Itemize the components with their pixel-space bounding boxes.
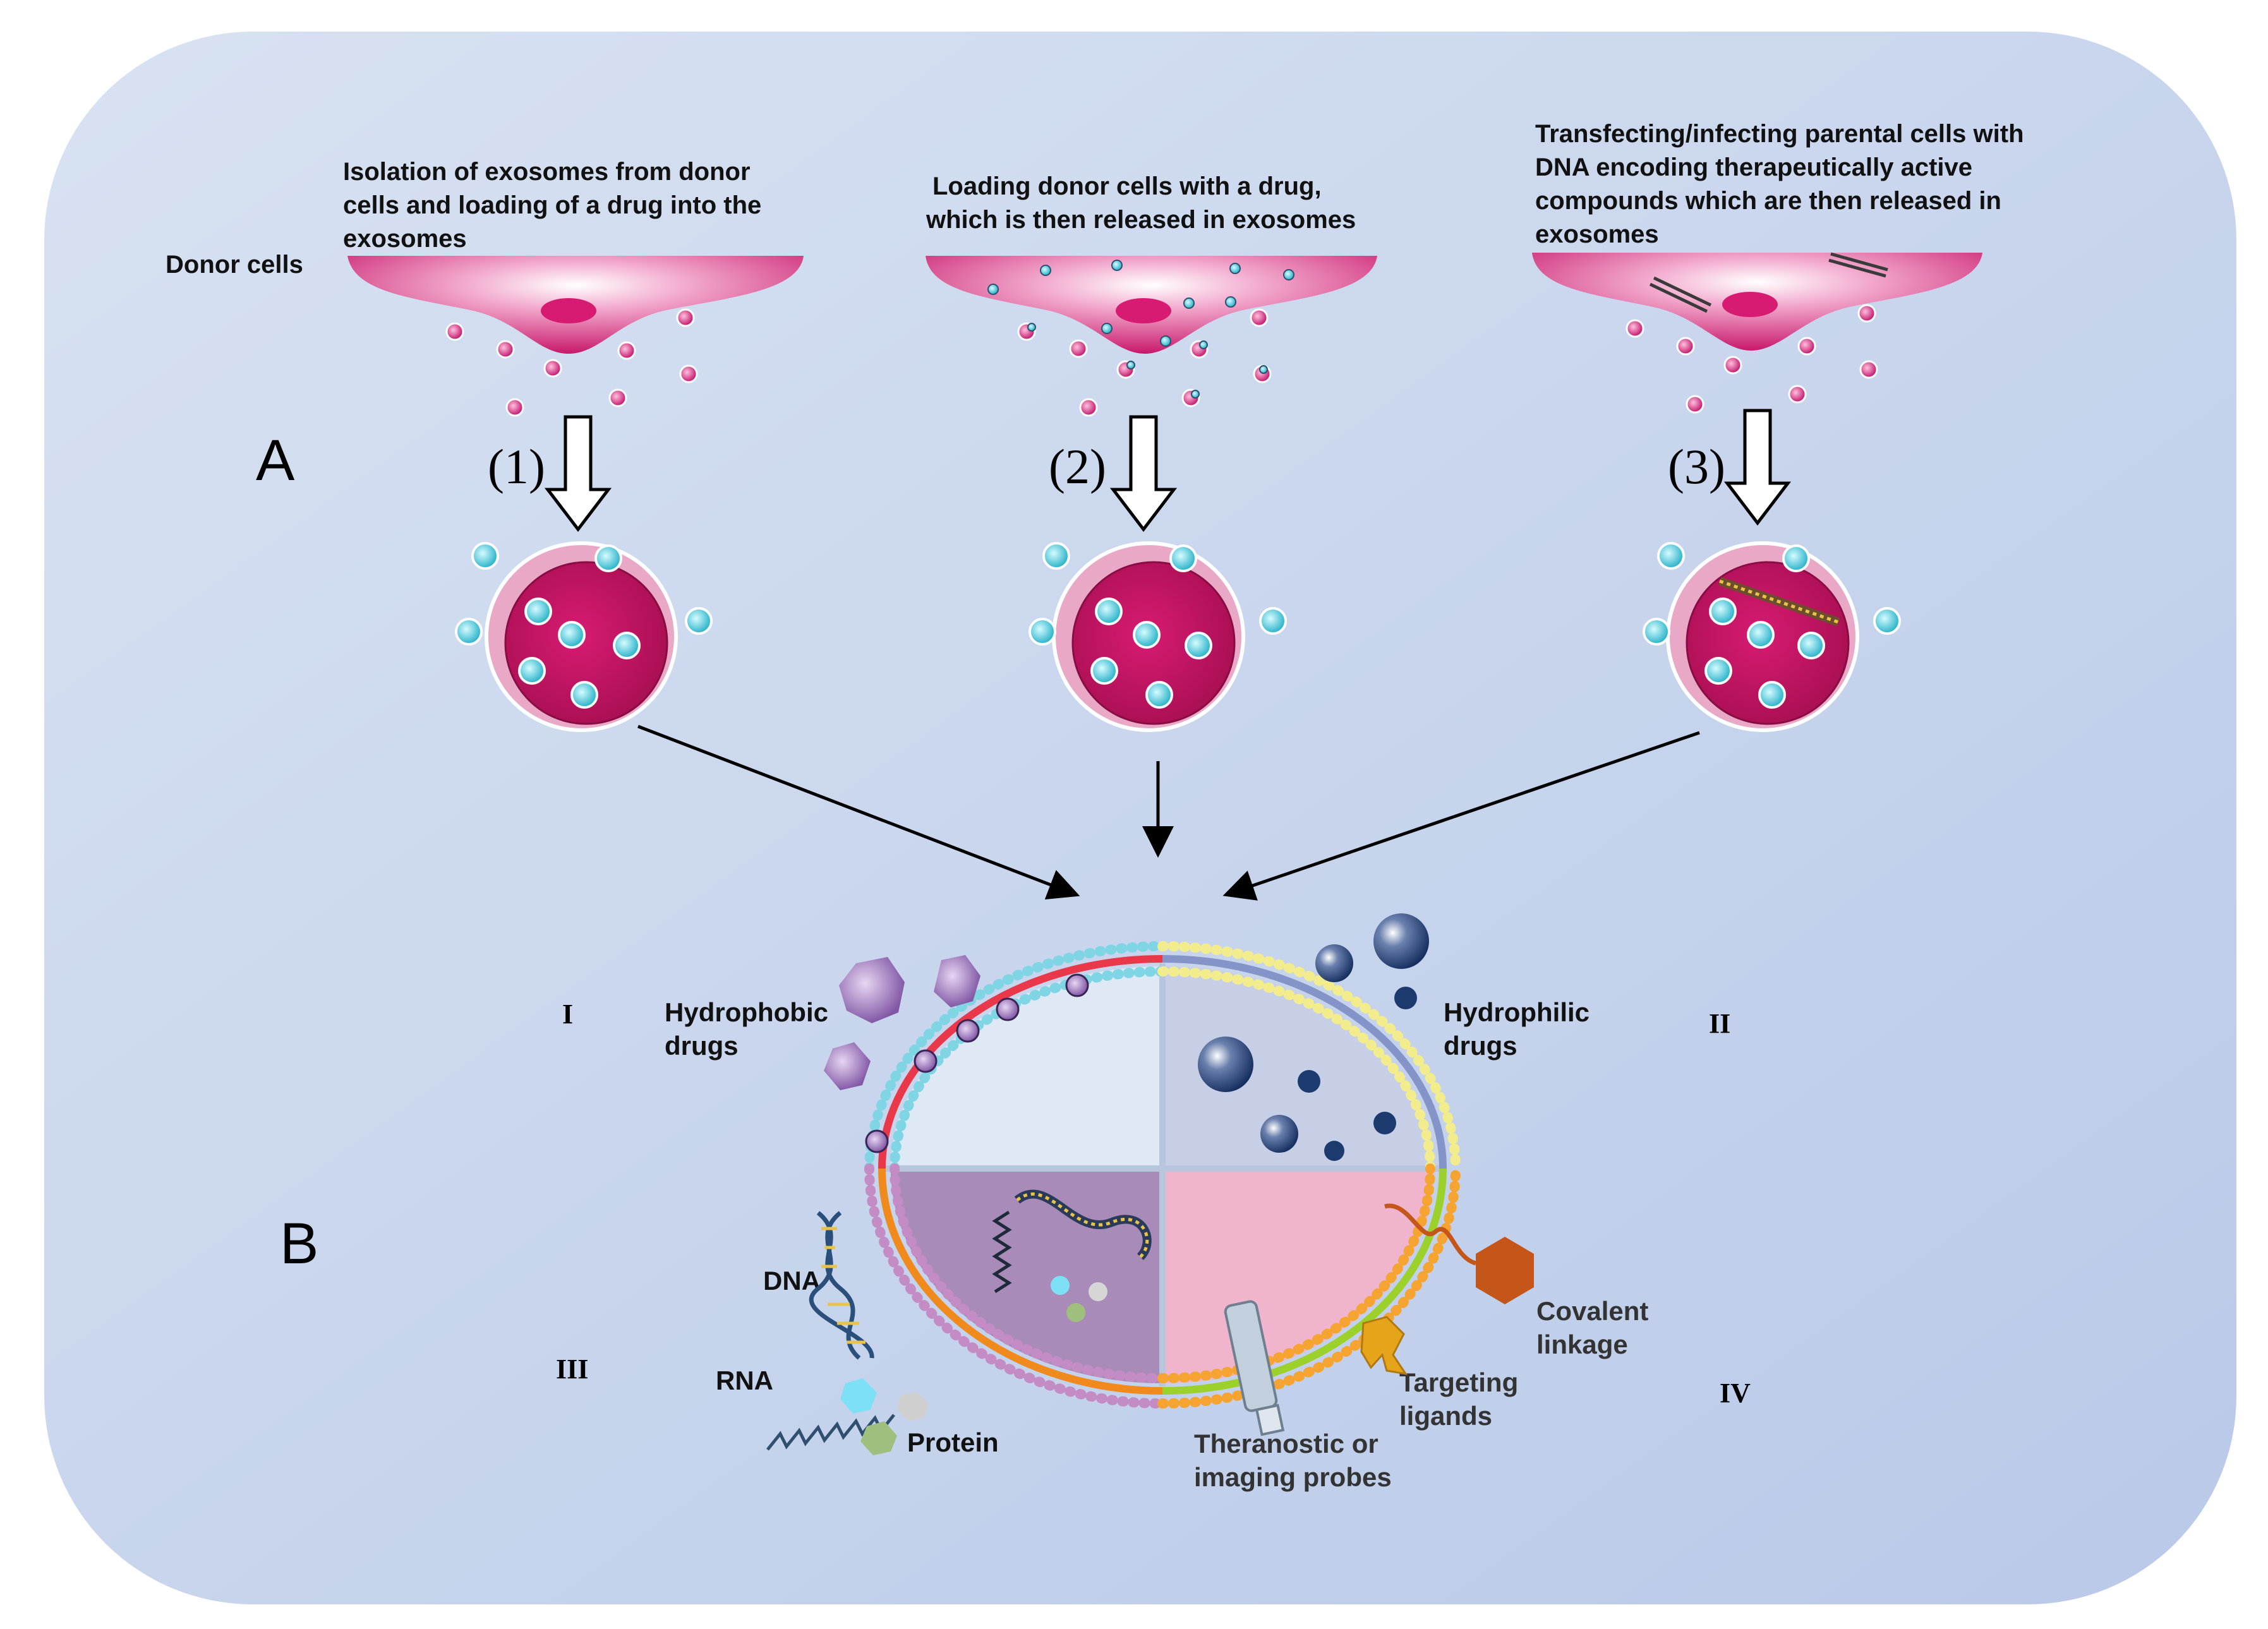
covalent-linker [1384, 1203, 1477, 1266]
arrow-from-method-1 [637, 724, 1080, 899]
method-3-text: Transfecting/infecting parental cells wi… [1535, 120, 2031, 248]
quadrant-3-numeral: III [556, 1354, 588, 1385]
quadrant-2-interior [1162, 966, 1434, 1169]
method-3-line-4: exosomes [1535, 220, 1659, 248]
hydrophobic-drug-large [839, 957, 905, 1023]
method-2-drug-particles [987, 260, 1294, 347]
method-1: Isolation of exosomes from donor cells a… [343, 158, 804, 732]
method-3-dna-strands [1649, 252, 1888, 313]
method-3: Transfecting/infecting parental cells wi… [1532, 120, 2031, 732]
covalent-linkage-line-2: linkage [1536, 1330, 1628, 1359]
hydrophilic-drugs-line-2: drugs [1444, 1031, 1517, 1061]
method-1-line-3: exosomes [343, 225, 467, 253]
method-3-line-3: compounds which are then released in [1535, 187, 2001, 215]
method-3-number: (3) [1668, 439, 1725, 494]
hydrophilic-drugs-line-1: Hydrophilic [1444, 997, 1589, 1027]
method-2-released-vesicles [1017, 308, 1272, 417]
panel-label-a: A [256, 428, 295, 493]
targeting-ligands-line-2: ligands [1399, 1401, 1492, 1431]
method-1-line-1: Isolation of exosomes from donor [343, 158, 751, 186]
dna-label: DNA [763, 1266, 821, 1295]
method-1-text: Isolation of exosomes from donor cells a… [343, 158, 768, 253]
internal-dna-strand [1014, 1189, 1152, 1260]
membrane-embedded-drugs [865, 973, 1089, 1153]
quadrant-1: I Hydrophobic drugs [562, 955, 1089, 1153]
method-3-line-2: DNA encoding therapeutically active [1535, 153, 1972, 181]
method-2: Loading donor cells with a drug, which i… [926, 172, 1377, 732]
targeting-ligand-icon [1360, 1316, 1408, 1376]
quadrant-2-numeral: II [1709, 1008, 1730, 1039]
hydrophobic-drugs-line-2: drugs [665, 1031, 739, 1061]
method-2-line-1: Loading donor cells with a drug, [932, 172, 1322, 200]
internal-rna-strand [992, 1210, 1012, 1294]
method-2-down-arrow [1109, 415, 1178, 532]
hydrophobic-drug-small [824, 1042, 871, 1090]
arrow-from-method-3 [1222, 731, 1700, 901]
imaging-probe-icon [1224, 1300, 1285, 1436]
covalent-linkage-line-1: Covalent [1536, 1296, 1648, 1326]
covalent-linkage-label: Covalent linkage [1536, 1296, 1656, 1359]
theranostic-probes-line-2: imaging probes [1194, 1462, 1392, 1492]
exosome-3 [1643, 541, 1901, 732]
protein-label: Protein [907, 1428, 999, 1457]
exosome-1 [455, 541, 713, 732]
method-3-line-1: Transfecting/infecting parental cells wi… [1535, 120, 2024, 148]
hydrophobic-drugs-line-1: Hydrophobic [665, 997, 828, 1027]
method-1-released-vesicles [445, 308, 698, 417]
quadrant-4: IV Covalent linkage Targeting ligands Th… [1194, 1203, 1751, 1492]
quadrant-4-numeral: IV [1720, 1378, 1751, 1409]
internal-protein-icons [1051, 1276, 1107, 1322]
donor-cell-3-nucleus [1722, 292, 1778, 317]
targeting-ligands-label: Targeting ligands [1399, 1368, 1526, 1431]
hydrophobic-drug-medium [934, 955, 980, 1007]
covalent-linkage-hexagon [1476, 1237, 1534, 1304]
hydrophobic-drug-icons [824, 955, 980, 1090]
donor-cell-1-nucleus [541, 298, 596, 323]
hydrophilic-drugs-label: Hydrophilic drugs [1444, 997, 1597, 1061]
donor-cells-label: Donor cells [166, 251, 303, 279]
dna-helix-icon [809, 1211, 874, 1360]
method-3-released-vesicles [1626, 304, 1878, 414]
theranostic-probes-line-1: Theranostic or [1194, 1429, 1378, 1458]
exosome-2 [1028, 541, 1287, 732]
panel-label-b: B [280, 1211, 318, 1276]
method-2-text: Loading donor cells with a drug, which i… [926, 172, 1356, 234]
quadrant-1-interior [891, 966, 1162, 1169]
method-1-number: (1) [488, 439, 545, 494]
method-2-line-2: which is then released in exosomes [926, 206, 1356, 234]
method-1-down-arrow [544, 415, 612, 532]
quadrant-3: III DNA RNA Protein [556, 1189, 1152, 1457]
rna-label: RNA [716, 1366, 773, 1395]
quadrant-1-numeral: I [562, 999, 573, 1030]
hydrophilic-drug-icons [1198, 913, 1429, 1161]
theranostic-probes-label: Theranostic or imaging probes [1194, 1429, 1392, 1492]
targeting-ligands-line-1: Targeting [1399, 1368, 1518, 1397]
method-1-line-2: cells and loading of a drug into the [343, 191, 761, 219]
quadrant-2: II Hydrophilic drugs [1198, 913, 1730, 1161]
hydrophobic-drugs-label: Hydrophobic drugs [665, 997, 836, 1061]
converging-arrows [637, 724, 1700, 901]
method-3-down-arrow [1723, 409, 1792, 526]
protein-icons [840, 1378, 929, 1455]
method-2-number: (2) [1049, 439, 1106, 494]
donor-cell-2-nucleus [1116, 298, 1171, 323]
rna-strand-icon [766, 1414, 895, 1451]
